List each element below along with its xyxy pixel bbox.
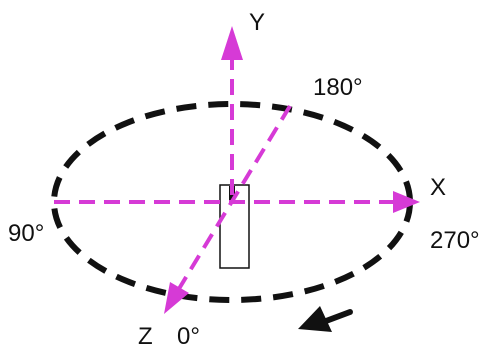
angle-90-label: 90° [8,220,45,247]
x-axis-arrowhead [393,191,420,213]
angle-0-label: 0° [177,323,200,350]
angle-270-label: 270° [430,227,480,254]
y-axis-arrowhead [221,26,243,60]
z-axis-arrowhead [164,282,189,314]
angle-180-label: 180° [313,74,363,101]
arrow-left-icon [298,306,353,332]
x-axis-label: X [430,174,447,201]
z-axis [175,104,292,294]
z-axis-label: Z [138,323,153,350]
y-axis-label: Y [249,9,266,36]
